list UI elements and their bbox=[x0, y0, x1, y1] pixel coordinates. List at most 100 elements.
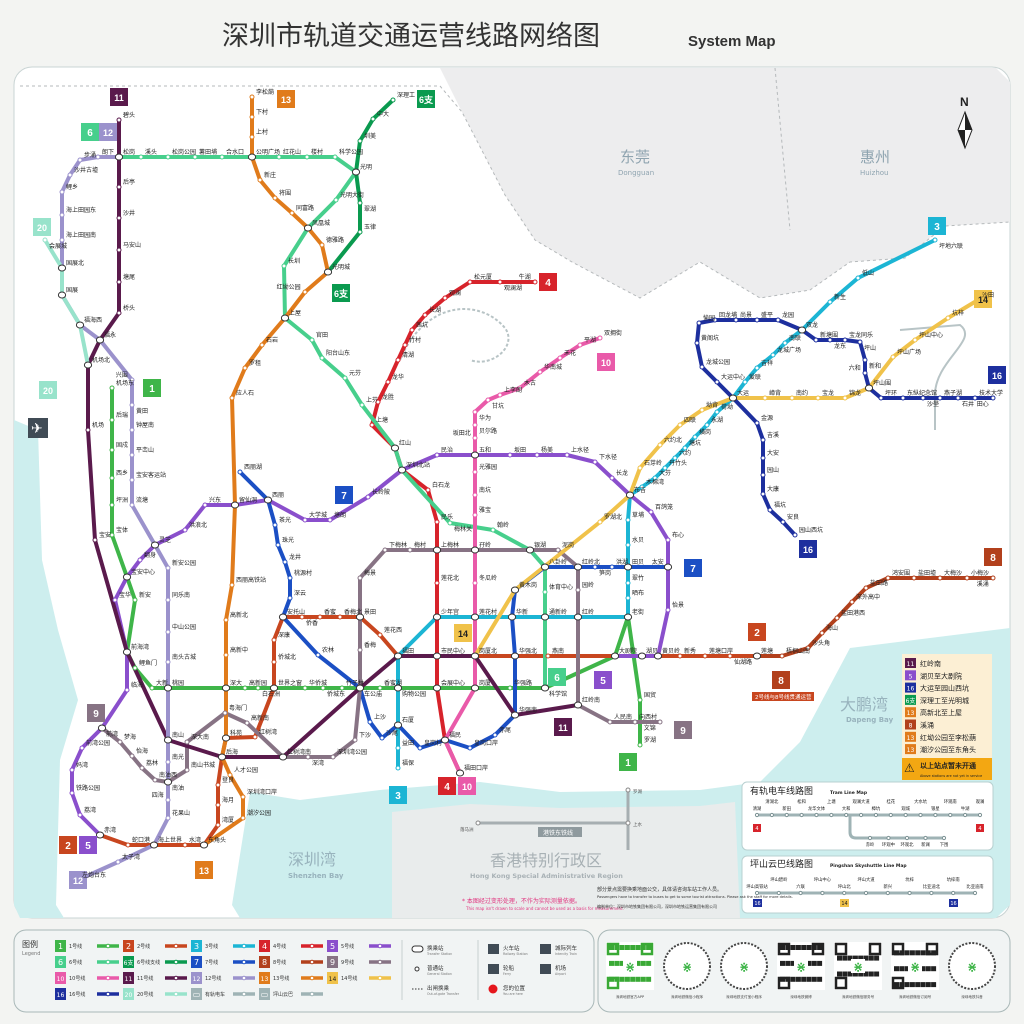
station-label[interactable]: 华新 bbox=[516, 608, 528, 616]
station-label[interactable]: 上屋 bbox=[289, 309, 301, 317]
station-marker[interactable] bbox=[95, 154, 101, 160]
station-label[interactable]: 杨美 bbox=[541, 446, 553, 454]
station-label[interactable]: 科苑 bbox=[230, 729, 242, 737]
station-label[interactable]: 龙井 bbox=[289, 553, 301, 561]
skyshuttle-station[interactable] bbox=[907, 890, 912, 896]
station-marker[interactable] bbox=[249, 94, 255, 100]
station-label[interactable]: 机场北 bbox=[92, 356, 110, 364]
station-label[interactable]: 莲塘口岸 bbox=[709, 647, 733, 655]
station-marker[interactable] bbox=[767, 507, 773, 513]
station-label[interactable]: 太安 bbox=[652, 558, 664, 566]
station-label[interactable]: 低山 bbox=[862, 269, 874, 277]
station-label[interactable]: 高新园 bbox=[249, 679, 267, 687]
line-badge[interactable] bbox=[277, 90, 295, 108]
tram-station[interactable] bbox=[888, 812, 893, 818]
station-label[interactable]: 海山 bbox=[826, 624, 838, 632]
station-label[interactable]: 西丽 bbox=[272, 492, 284, 499]
tram-station[interactable] bbox=[799, 812, 804, 818]
station-marker[interactable] bbox=[271, 659, 277, 665]
station-label[interactable]: 下沙 bbox=[359, 732, 371, 739]
station-marker[interactable] bbox=[315, 652, 321, 658]
station-label[interactable]: 大康 bbox=[767, 485, 779, 493]
interchange-station-marker[interactable] bbox=[440, 736, 450, 744]
station-marker[interactable] bbox=[116, 215, 122, 221]
station-marker[interactable] bbox=[657, 719, 663, 725]
station-label[interactable]: 茶光 bbox=[279, 516, 291, 524]
station-label[interactable]: 会展城 bbox=[49, 242, 67, 250]
interchange-station-marker[interactable] bbox=[150, 541, 160, 549]
line-badge[interactable] bbox=[548, 668, 566, 686]
station-marker[interactable] bbox=[319, 355, 325, 361]
line-badge[interactable] bbox=[79, 836, 97, 854]
station-label[interactable]: 沙田 bbox=[982, 292, 994, 299]
station-marker[interactable] bbox=[472, 422, 478, 428]
interchange-station-marker[interactable] bbox=[470, 684, 480, 692]
station-label[interactable]: 岗厦北 bbox=[479, 647, 497, 655]
station-label[interactable]: 东角头 bbox=[208, 836, 226, 844]
station-label[interactable]: 上村 bbox=[256, 128, 268, 136]
station-label[interactable]: 灵芝 bbox=[159, 536, 171, 544]
station-label[interactable]: 马安山 bbox=[123, 241, 141, 249]
station-marker[interactable] bbox=[184, 767, 190, 773]
station-marker[interactable] bbox=[648, 509, 654, 515]
station-marker[interactable] bbox=[357, 138, 363, 144]
station-label[interactable]: 海上田园东 bbox=[66, 206, 96, 214]
station-marker[interactable] bbox=[109, 447, 115, 453]
line-badge[interactable] bbox=[619, 753, 637, 771]
interchange-station-marker[interactable] bbox=[114, 153, 124, 161]
station-marker[interactable] bbox=[67, 172, 73, 178]
station-marker[interactable] bbox=[237, 469, 243, 475]
station-label[interactable]: 花果山 bbox=[172, 809, 190, 817]
interchange-station-marker[interactable] bbox=[432, 613, 442, 621]
interchange-station-marker[interactable] bbox=[230, 501, 240, 509]
station-label[interactable]: 红花山 bbox=[283, 148, 301, 156]
station-marker[interactable] bbox=[116, 247, 122, 253]
station-marker[interactable] bbox=[712, 317, 718, 323]
line-badge[interactable] bbox=[335, 486, 353, 504]
station-marker[interactable] bbox=[327, 517, 333, 523]
station-marker[interactable] bbox=[109, 417, 115, 423]
interchange-station-marker[interactable] bbox=[75, 321, 85, 329]
station-marker[interactable] bbox=[305, 754, 311, 760]
station-marker[interactable] bbox=[77, 812, 83, 818]
station-label[interactable]: 阳台山东 bbox=[326, 349, 350, 357]
station-label[interactable]: 雅宝 bbox=[479, 506, 491, 514]
line-badge[interactable] bbox=[110, 88, 128, 106]
station-label[interactable]: 赤尾 bbox=[499, 727, 511, 734]
interchange-station-marker[interactable] bbox=[864, 384, 874, 392]
station-label[interactable]: 福海西 bbox=[84, 316, 102, 324]
station-label[interactable]: 百鸽笼 bbox=[655, 503, 673, 511]
skyshuttle-station[interactable] bbox=[820, 890, 825, 896]
station-label[interactable]: 宝龙同乐 bbox=[849, 331, 873, 339]
station-label[interactable]: 银湖 bbox=[534, 541, 546, 549]
station-label[interactable]: 兴围 bbox=[116, 371, 128, 379]
station-label[interactable]: 八卦岭 bbox=[549, 558, 567, 566]
station-label[interactable]: 坪山中心 bbox=[919, 331, 943, 339]
station-marker[interactable] bbox=[932, 237, 938, 243]
station-label[interactable]: 碧头 bbox=[123, 111, 135, 119]
station-label[interactable]: 塘尾 bbox=[123, 273, 135, 281]
station-label[interactable]: 下水径 bbox=[599, 453, 617, 461]
station-marker[interactable] bbox=[955, 395, 961, 401]
tram-station[interactable] bbox=[858, 812, 864, 818]
station-label[interactable]: 怡海 bbox=[136, 747, 148, 755]
interchange-station-marker[interactable] bbox=[163, 778, 173, 786]
station-marker[interactable] bbox=[815, 395, 821, 401]
station-marker[interactable] bbox=[132, 597, 138, 603]
station-label[interactable]: 前海湾 bbox=[131, 643, 149, 651]
line-badge[interactable] bbox=[39, 381, 57, 399]
station-label[interactable]: 白石龙 bbox=[432, 481, 450, 489]
station-marker[interactable] bbox=[257, 177, 263, 183]
station-marker[interactable] bbox=[390, 97, 396, 103]
station-marker[interactable] bbox=[85, 427, 91, 433]
station-label[interactable]: 深康 bbox=[278, 631, 290, 639]
interchange-station-marker[interactable] bbox=[510, 711, 520, 719]
station-marker[interactable] bbox=[592, 564, 598, 570]
station-marker[interactable] bbox=[184, 739, 190, 745]
tram-station[interactable] bbox=[886, 835, 891, 841]
station-label[interactable]: 宝龙 bbox=[822, 389, 834, 397]
station-label[interactable]: 南头古城 bbox=[172, 653, 196, 661]
station-marker[interactable] bbox=[302, 517, 308, 523]
interchange-station-marker[interactable] bbox=[83, 361, 93, 369]
station-label[interactable]: 上李朗 bbox=[504, 386, 522, 394]
